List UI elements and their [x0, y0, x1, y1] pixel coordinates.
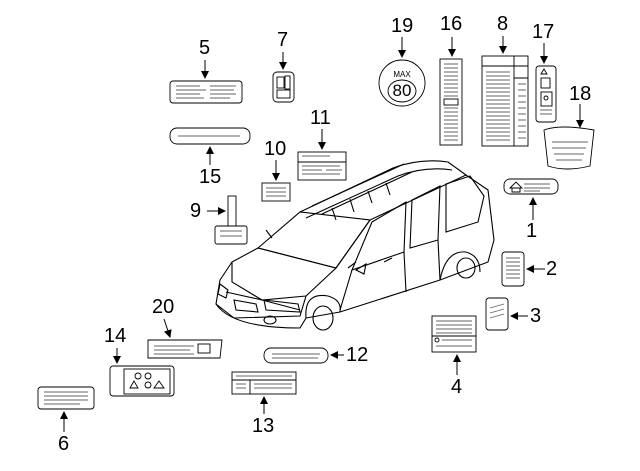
callout-19: 19: [391, 15, 414, 37]
callout-16: 16: [440, 13, 463, 35]
leader-lines: [60, 36, 584, 432]
label-16: [439, 58, 463, 146]
label-19-speed: [378, 59, 426, 107]
callout-8: 8: [497, 13, 509, 35]
label-20: [147, 339, 223, 359]
speed-label-max-text: MAX: [393, 70, 411, 79]
callout-1: 1: [526, 220, 538, 242]
callout-15: 15: [199, 166, 222, 188]
callout-2: 2: [546, 258, 558, 280]
label-3: [485, 297, 509, 331]
callout-10: 10: [264, 138, 287, 160]
callout-7: 7: [277, 29, 289, 51]
label-17: [535, 65, 557, 123]
label-7: [272, 71, 295, 103]
label-6: [37, 386, 95, 410]
label-10: [261, 182, 291, 202]
callout-11: 11: [310, 107, 331, 129]
label-8: [481, 55, 529, 147]
callout-20: 20: [152, 296, 175, 318]
callout-13: 13: [252, 415, 275, 437]
callout-6: 6: [58, 433, 70, 455]
label-9: [214, 195, 248, 245]
label-13: [231, 371, 297, 395]
callout-17: 17: [532, 21, 555, 43]
label-1: [503, 178, 559, 195]
callout-18: 18: [569, 83, 592, 105]
label-4: [431, 315, 477, 353]
label-11: [297, 151, 347, 181]
label-18: [543, 126, 595, 170]
callout-14: 14: [104, 325, 127, 347]
label-5: [169, 80, 243, 104]
callout-9: 9: [190, 200, 202, 222]
speed-label-value: 80: [392, 81, 412, 100]
label-2: [501, 251, 525, 287]
callout-5: 5: [199, 37, 211, 59]
label-15: [169, 127, 251, 145]
callout-4: 4: [451, 376, 463, 398]
label-14: [109, 365, 175, 397]
label-12: [263, 347, 329, 364]
minivan-illustration: [215, 160, 495, 331]
callout-12: 12: [346, 344, 369, 366]
callout-3: 3: [530, 305, 542, 327]
